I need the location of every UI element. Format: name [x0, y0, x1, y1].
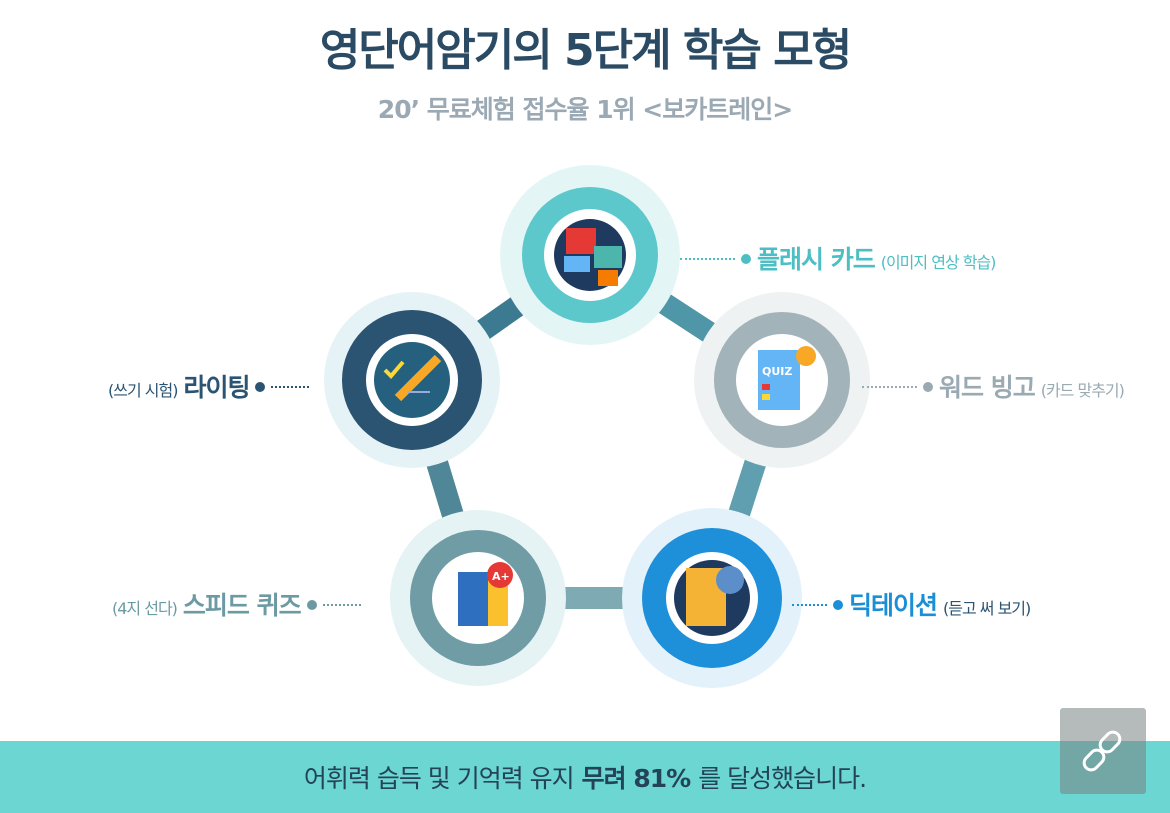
footer-text-end: 를 달성했습니다. [698, 764, 867, 793]
link-button[interactable] [1060, 708, 1146, 794]
step-label-word-bingo: 워드 빙고(카드 맞추기) [862, 368, 1125, 404]
step-label-speed-quiz: (4지 선다)스피드 퀴즈 [112, 586, 361, 622]
svg-text:A+: A+ [492, 570, 510, 583]
step-label-flash-card: 플래시 카드(이미지 연상 학습) [680, 240, 996, 276]
link-icon [1082, 730, 1122, 772]
step-circle-speed-quiz: A+ [390, 510, 566, 686]
step-circle-dictation [622, 508, 802, 688]
page-title: 영단어암기의 5단계 학습 모형 [319, 25, 852, 76]
step-circle-writing [324, 292, 500, 468]
svg-text:QUIZ: QUIZ [762, 365, 792, 378]
step-circle-word-bingo: QUIZ [694, 292, 870, 468]
footer-text: 어휘력 습득 및 기억력 유지 [303, 764, 575, 793]
step-label-writing: (쓰기 시험)라이팅 [108, 368, 310, 404]
subtitle: 20’ 무료체험 접수율 1위 <보카트레인> [377, 95, 793, 124]
step-label-dictation: 딕테이션(듣고 써 보기) [792, 586, 1031, 622]
step-circle-flash-card [500, 165, 680, 345]
footer-highlight: 무려 81% [581, 764, 692, 793]
